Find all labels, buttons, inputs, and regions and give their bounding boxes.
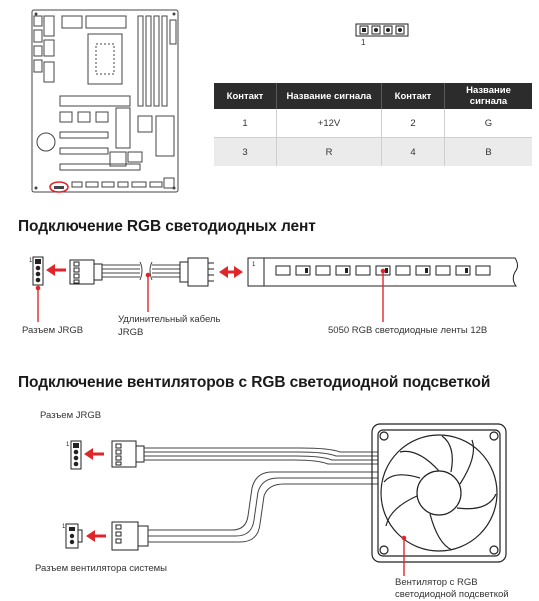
led-strip xyxy=(247,257,518,287)
header-pin1-label: 1 xyxy=(361,38,366,47)
table-row: 3 R 4 B xyxy=(214,137,532,166)
jrgb-label-strip: Разъем JRGB xyxy=(22,325,84,336)
cable-label-line1: Удлинительный кабель xyxy=(118,314,221,325)
svg-text:1: 1 xyxy=(252,262,256,268)
header-connector-icon xyxy=(355,23,409,37)
svg-text:1: 1 xyxy=(66,442,70,448)
svg-text:1: 1 xyxy=(62,524,66,530)
svg-text:1: 1 xyxy=(29,258,33,264)
jrgb-header-icon xyxy=(32,256,44,286)
strip-label: 5050 RGB светодиодные ленты 12В xyxy=(328,325,488,336)
table-cell: 4 xyxy=(381,137,445,166)
sysfan-label: Разъем вентилятора системы xyxy=(35,563,167,574)
table-cell: 2 xyxy=(381,109,445,138)
col-pin-2: Контакт xyxy=(381,83,445,109)
table-cell: B xyxy=(444,137,532,166)
jrgb-label-fan: Разъем JRGB xyxy=(40,410,102,421)
col-signal-1: Название сигнала xyxy=(276,83,382,109)
fan-label-line2: светодиодной подсветкой xyxy=(395,589,509,600)
section-title-rgb-fan: Подключение вентиляторов с RGB светодиод… xyxy=(18,374,491,391)
table-cell: 1 xyxy=(214,109,277,138)
fan-label-line1: Вентилятор с RGB xyxy=(395,577,478,588)
pin-table: Контакт Название сигнала Контакт Названи… xyxy=(214,83,532,166)
table-cell: +12V xyxy=(276,109,382,138)
section-title-rgb-strip: Подключение RGB светодиодных лент xyxy=(18,218,316,235)
jrgb-highlight xyxy=(49,181,69,193)
table-row: 1 +12V 2 G xyxy=(214,109,532,138)
cable-label-line2: JRGB xyxy=(118,327,144,338)
table-cell: G xyxy=(444,109,532,138)
col-pin-1: Контакт xyxy=(214,83,277,109)
col-signal-2: Название сигнала xyxy=(444,83,532,109)
led-chips xyxy=(275,265,491,276)
table-cell: 3 xyxy=(214,137,277,166)
rgb-fan-icon xyxy=(371,423,507,563)
table-cell: R xyxy=(276,137,382,166)
